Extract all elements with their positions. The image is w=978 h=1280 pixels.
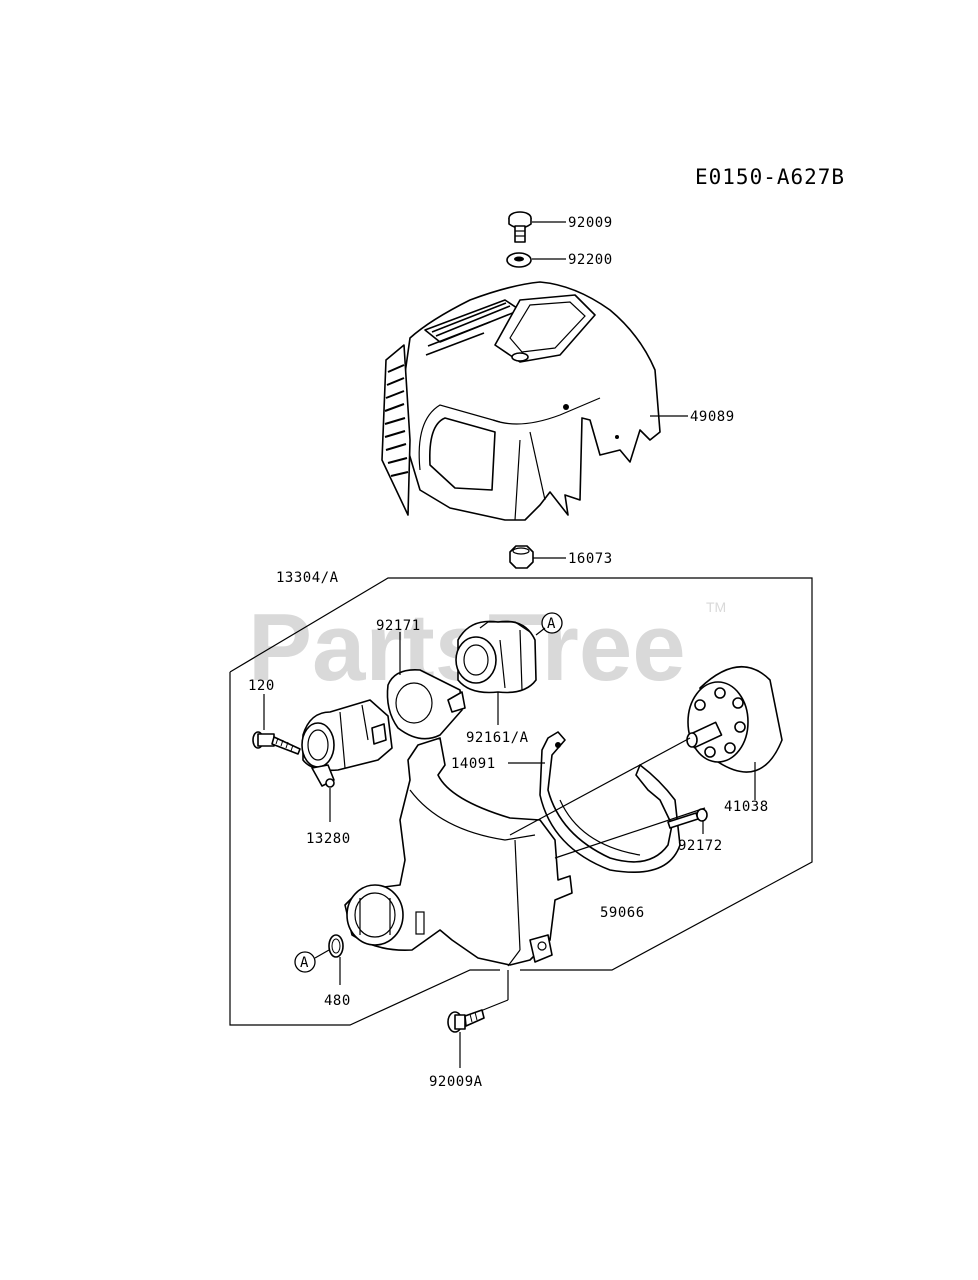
washer-92200-icon[interactable]: [506, 252, 532, 268]
label-92009[interactable]: 92009: [568, 215, 613, 231]
callout-a-lower: A: [294, 951, 316, 973]
svg-text:A: A: [300, 955, 309, 971]
part-92161A-icon[interactable]: [455, 620, 537, 694]
holder-13280-icon[interactable]: [301, 699, 393, 788]
label-92200[interactable]: 92200: [568, 252, 613, 268]
o-ring-480-icon[interactable]: [328, 934, 344, 958]
label-92171[interactable]: 92171: [376, 618, 421, 634]
nut-16073-icon[interactable]: [509, 545, 534, 569]
screw-92009A-icon[interactable]: [447, 1009, 485, 1033]
assembly-frame: [229, 577, 813, 971]
watermark-tm: TM: [706, 599, 726, 615]
label-92161A[interactable]: 92161/A: [466, 730, 529, 746]
label-13280[interactable]: 13280: [306, 831, 351, 847]
screw-120-icon[interactable]: [252, 731, 301, 755]
clutch-drum-41038-icon[interactable]: [686, 666, 783, 773]
label-49089[interactable]: 49089: [690, 409, 735, 425]
diagram-code: E0150-A627B: [695, 165, 845, 189]
label-41038[interactable]: 41038: [724, 799, 769, 815]
label-92009A[interactable]: 92009A: [429, 1074, 483, 1090]
label-14091[interactable]: 14091: [451, 756, 496, 772]
label-16073[interactable]: 16073: [568, 551, 613, 567]
label-92172[interactable]: 92172: [678, 838, 723, 854]
ring-92171-icon[interactable]: [386, 668, 466, 740]
label-120[interactable]: 120: [248, 678, 275, 694]
engine-cover-49089-icon[interactable]: [381, 281, 661, 521]
label-13304A[interactable]: 13304/A: [276, 570, 339, 586]
label-59066[interactable]: 59066: [600, 905, 645, 921]
wire-14091-icon[interactable]: [539, 731, 681, 873]
svg-text:A: A: [547, 616, 556, 632]
label-480[interactable]: 480: [324, 993, 351, 1009]
screw-92009-icon[interactable]: [508, 211, 532, 243]
case-59066-icon[interactable]: [344, 737, 573, 967]
callout-a-upper: A: [541, 612, 563, 634]
